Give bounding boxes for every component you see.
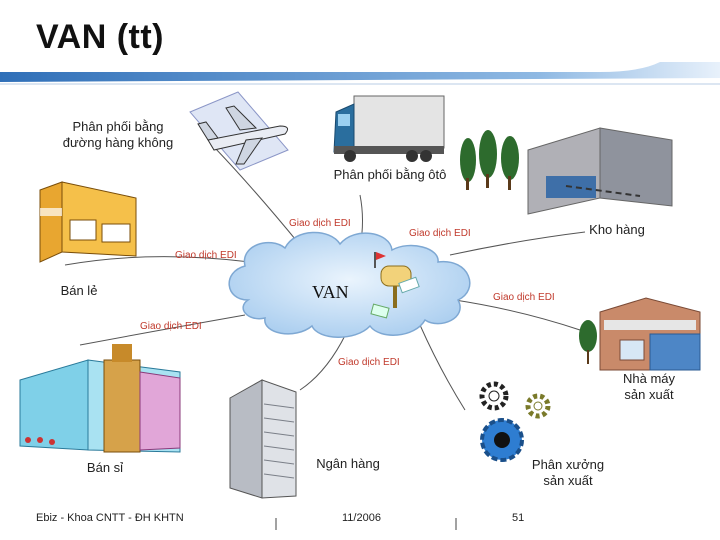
node-bank-label: Ngân hàng bbox=[316, 456, 380, 471]
connectors bbox=[64, 147, 586, 411]
edge-label: Giao dịch EDI bbox=[338, 357, 400, 368]
gears-icon bbox=[479, 381, 551, 462]
page-title: VAN (tt) bbox=[36, 18, 164, 56]
truck-icon bbox=[333, 95, 445, 162]
edge-label: Giao dịch EDI bbox=[175, 250, 237, 261]
retail-shop-icon bbox=[39, 181, 137, 263]
node-truck-label: Phân phối bằng ôtô bbox=[333, 167, 447, 182]
header-bar bbox=[0, 62, 720, 85]
wholesale-store-icon bbox=[19, 344, 181, 453]
edge-workshop bbox=[419, 324, 466, 411]
edge-label: Giao dịch EDI bbox=[289, 218, 351, 229]
footer-dividers bbox=[275, 518, 457, 530]
edge-air bbox=[214, 147, 301, 246]
footer-page-number: 51 bbox=[512, 512, 525, 524]
edge-retail bbox=[64, 256, 251, 266]
van-cloud bbox=[228, 231, 471, 338]
edge-label: Giao dịch EDI bbox=[140, 321, 202, 332]
node-factory-label: Nhà máy sản xuất bbox=[622, 371, 676, 402]
node-air-label: Phân phối bằng đường hàng không bbox=[62, 119, 174, 150]
factory-icon bbox=[579, 297, 701, 371]
edge-warehouse bbox=[449, 231, 586, 256]
mailbox-icon bbox=[370, 252, 420, 319]
edge-wholesale bbox=[79, 314, 246, 346]
airplane-icon bbox=[189, 91, 289, 171]
node-workshop-label: Phân xưởng sản xuất bbox=[531, 457, 605, 488]
edge-label: Giao dịch EDI bbox=[409, 228, 471, 239]
node-wholesale-label: Bán sỉ bbox=[86, 460, 124, 475]
edge-label: Giao dịch EDI bbox=[493, 292, 555, 303]
warehouse-icon bbox=[460, 127, 673, 215]
bank-building-icon bbox=[229, 379, 297, 499]
node-retail-label: Bán lẻ bbox=[60, 283, 98, 298]
footer-date: 11/2006 bbox=[342, 512, 381, 524]
footer-source: Ebiz - Khoa CNTT - ĐH KHTN bbox=[36, 512, 184, 524]
node-warehouse-label: Kho hàng bbox=[589, 222, 645, 237]
node-van-label: VAN bbox=[312, 282, 349, 302]
edge-factory bbox=[454, 299, 581, 331]
